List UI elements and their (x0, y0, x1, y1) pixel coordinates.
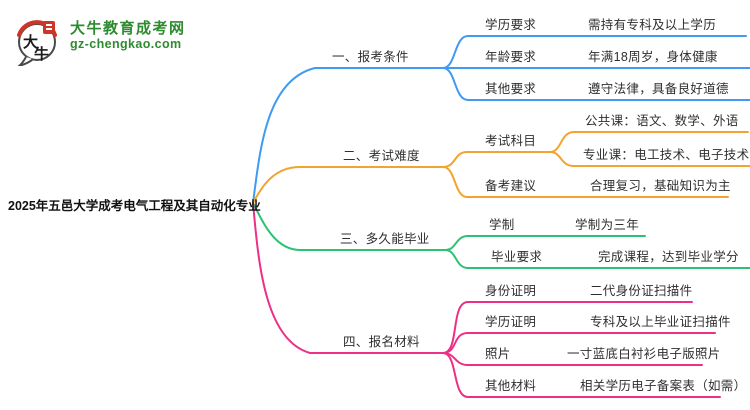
branch4-child3-value: 一寸蓝底白衬衫电子版照片 (567, 347, 721, 361)
branch4-child3-label: 照片 (485, 347, 511, 361)
branch3-child1-label: 学制 (489, 218, 515, 232)
branch2-child1-label: 考试科目 (485, 134, 537, 148)
branch1-child1-value: 需持有专科及以上学历 (588, 18, 717, 32)
branch3-child1-value: 学制为三年 (575, 218, 640, 232)
logo-title: 大牛教育成考网 (70, 20, 186, 37)
branch4-child1-value: 二代身份证扫描件 (590, 284, 693, 298)
branch4-child2-value: 专科及以上毕业证扫描件 (590, 315, 731, 329)
bubble-tail (18, 56, 34, 66)
branch4-child1-label: 身份证明 (485, 284, 537, 298)
branch2-child1b-value: 专业课：电工技术、电子技术 (583, 148, 750, 162)
branch3-child1-curve (444, 235, 646, 251)
branch3-child2-label: 毕业要求 (491, 250, 543, 264)
branch1-child2-value: 年满18周岁，身体健康 (588, 50, 718, 64)
branch3-child2-value: 完成课程，达到毕业学分 (598, 250, 739, 264)
branch4-child4-value: 相关学历电子备案表（如需） (580, 379, 747, 393)
branch1-child3-label: 其他要求 (485, 82, 537, 96)
branch4-child4-label: 其他材料 (485, 379, 537, 393)
logo-text: 大牛教育成考网 gz-chengkao.com (70, 14, 186, 52)
branch4-label: 四、报名材料 (343, 335, 420, 349)
root-topic: 2025年五邑大学成考电气工程及其自动化专业 (8, 199, 261, 213)
branch2-child2-label: 备考建议 (485, 179, 537, 193)
branch1-main-curve (252, 67, 444, 204)
branch1-child3-value: 遵守法律，具备良好道德 (588, 82, 729, 96)
branch3-label: 三、多久能毕业 (340, 232, 430, 246)
logo-seal (43, 21, 55, 34)
branch2-child1a-value: 公共课：语文、数学、外语 (585, 114, 739, 128)
branch1-label: 一、报考条件 (332, 50, 409, 64)
logo-domain: gz-chengkao.com (70, 37, 182, 51)
branch1-child2-label: 年龄要求 (485, 50, 537, 64)
branch2-main-curve (252, 166, 444, 204)
branch2-child1-curve (442, 151, 551, 168)
branch1-child1-label: 学历要求 (485, 18, 537, 32)
branch2-label: 二、考试难度 (343, 149, 420, 163)
branch4-child2-label: 学历证明 (485, 315, 537, 329)
logo-bubble-icon: 大 牛 (17, 20, 57, 66)
branch2-child2-value: 合理复习，基础知识为主 (590, 179, 731, 193)
branch4-main-curve (252, 202, 444, 354)
logo-char-2: 牛 (34, 45, 49, 63)
logo-char-1: 大 (23, 33, 38, 51)
branch4-links (252, 202, 721, 398)
site-logo[interactable]: 大 牛 大牛教育成考网 gz-chengkao.com (12, 14, 186, 66)
